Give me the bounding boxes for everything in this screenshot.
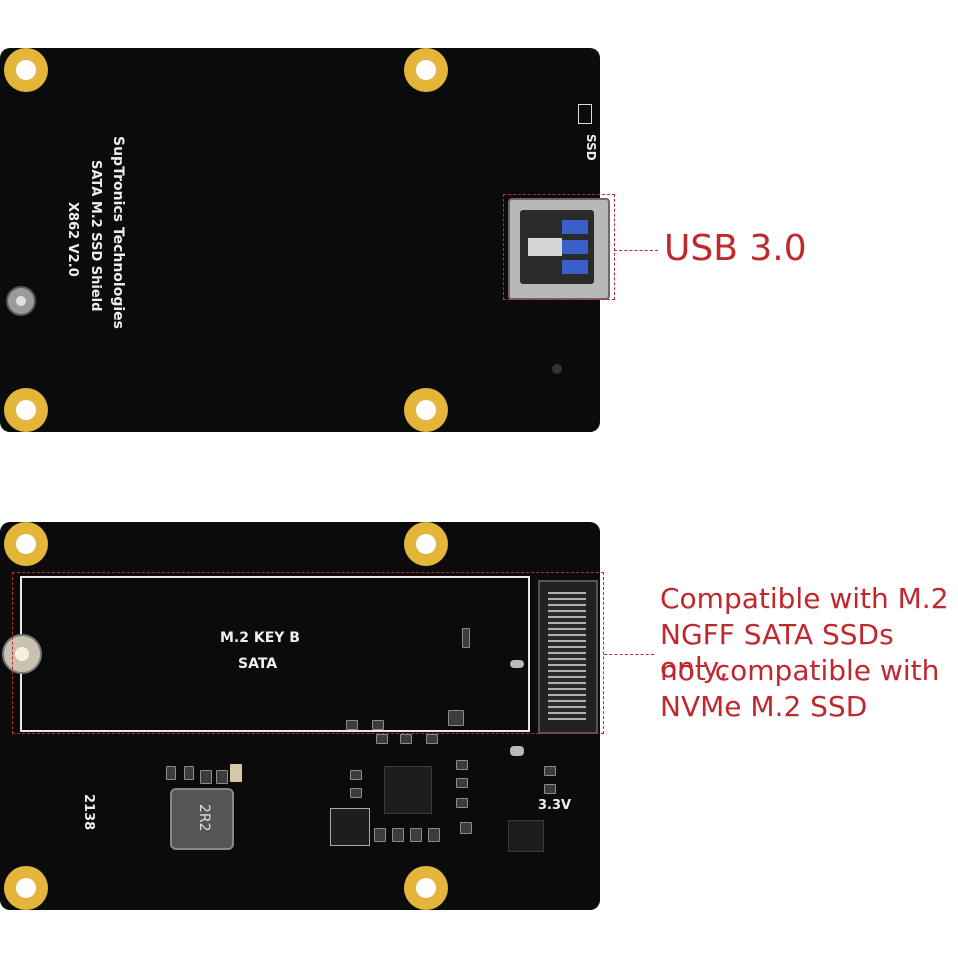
m2-callout-line — [604, 654, 654, 655]
usb-port — [508, 198, 610, 300]
m2-highlight-box — [12, 572, 604, 734]
m2-callout-line-2: NGFF SATA SSDs only, — [660, 618, 894, 684]
m2-callout-line-4: NVMe M.2 SSD — [660, 690, 868, 723]
mount-hole — [4, 388, 48, 432]
m2-callout-line-1: Compatible with M.2 — [660, 582, 949, 615]
mount-hole — [404, 866, 448, 910]
smd-component — [392, 828, 404, 842]
smd-component — [448, 710, 464, 726]
smd-component — [462, 628, 470, 648]
smd-component — [400, 734, 412, 744]
mount-hole — [4, 48, 48, 92]
slot-title: M.2 KEY B — [220, 630, 300, 646]
smd-component — [184, 766, 194, 780]
smd-component — [372, 720, 384, 730]
smd-component — [510, 660, 524, 668]
smd-component — [428, 828, 440, 842]
smd-component — [200, 770, 212, 784]
smd-component — [456, 798, 468, 808]
mount-hole — [4, 866, 48, 910]
code-label: 2138 — [81, 794, 96, 831]
smd-component — [346, 720, 358, 730]
ssd-led-label: SSD — [584, 134, 598, 161]
ssd-led — [578, 104, 592, 124]
mosfet-chip — [508, 820, 544, 852]
controller-chip — [384, 766, 432, 814]
screw-icon — [2, 634, 42, 674]
mount-hole — [404, 522, 448, 566]
inductor: 2R2 — [170, 788, 234, 850]
voltage-label: 3.3V — [538, 798, 572, 813]
regulator-chip — [330, 808, 370, 846]
smd-component — [456, 760, 468, 770]
mount-hole — [404, 388, 448, 432]
smd-component — [460, 822, 472, 834]
m2-callout-line-3: not compatible with — [660, 654, 940, 687]
test-pad — [552, 364, 562, 374]
smd-component — [376, 734, 388, 744]
usb-callout-line — [614, 250, 658, 251]
screw-icon — [6, 286, 36, 316]
smd-component — [350, 788, 362, 798]
brand-label: SupTronics Technologies — [110, 136, 126, 329]
smd-component — [374, 828, 386, 842]
smd-component — [510, 746, 524, 754]
top-board: SupTronics Technologies SATA M.2 SSD Shi… — [0, 48, 610, 432]
usb-highlight-box — [503, 194, 615, 300]
smd-component — [544, 766, 556, 776]
smd-component — [350, 770, 362, 780]
usb-callout-label: USB 3.0 — [664, 228, 807, 269]
model-label: X862 V2.0 — [65, 202, 80, 277]
smd-component — [166, 766, 176, 780]
smd-component — [544, 784, 556, 794]
mount-hole — [4, 522, 48, 566]
smd-component — [216, 770, 228, 784]
bottom-board: M.2 KEY B SATA 2R2 2138 3.3V — [0, 522, 600, 910]
m2-connector — [538, 580, 598, 734]
inductor-label: 2R2 — [196, 804, 212, 832]
product-label: SATA M.2 SSD Shield — [88, 160, 103, 312]
slot-subtitle: SATA — [238, 656, 278, 672]
smd-component — [456, 778, 468, 788]
smd-component — [230, 764, 242, 782]
smd-component — [410, 828, 422, 842]
mount-hole — [404, 48, 448, 92]
smd-component — [426, 734, 438, 744]
